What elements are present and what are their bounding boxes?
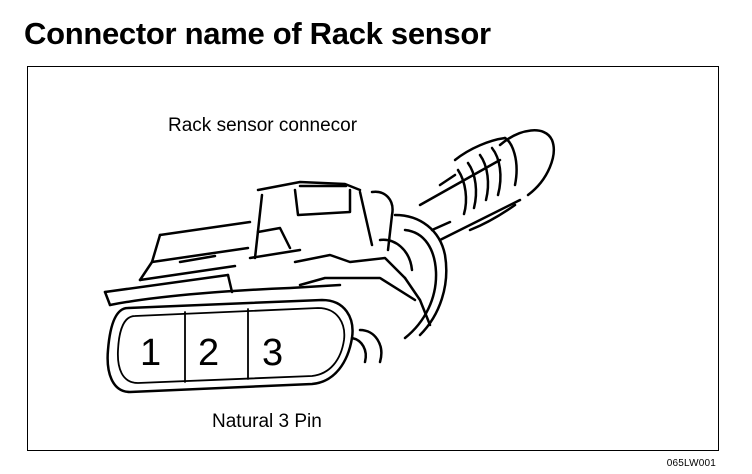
pin-label-1: 1 [140, 332, 161, 374]
page-title: Connector name of Rack sensor [24, 16, 491, 51]
side-rails [103, 220, 252, 307]
figure-frame [27, 66, 719, 451]
pin-label-3: 3 [262, 332, 283, 374]
connector-label: Rack sensor connecor [168, 115, 358, 136]
pin-type-label: Natural 3 Pin [212, 411, 322, 432]
rear-housing [378, 213, 448, 340]
figure-code: 065LW001 [666, 458, 716, 469]
connector-body [108, 253, 432, 364]
pin-label-2: 2 [198, 332, 219, 374]
pin-face [106, 298, 354, 394]
locking-latch [248, 180, 394, 260]
cable-boot [418, 129, 555, 242]
